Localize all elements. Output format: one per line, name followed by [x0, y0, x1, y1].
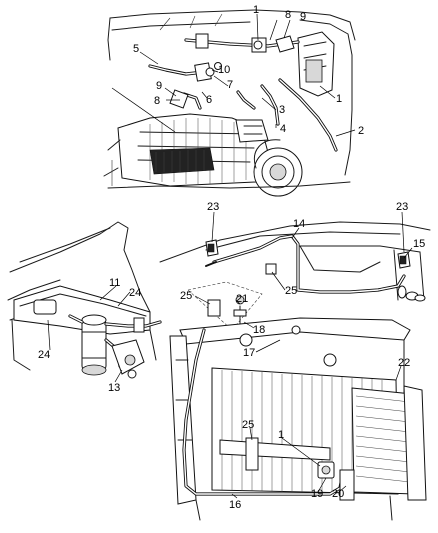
callout-16: 16 [229, 499, 241, 511]
callout-23-right: 23 [396, 201, 408, 213]
callout-23-left: 23 [207, 201, 219, 213]
callout-6: 6 [206, 94, 212, 106]
callout-9-top: 9 [300, 11, 306, 23]
callout-24-top: 24 [129, 287, 141, 299]
leader-lines [47, 13, 413, 499]
engine-bay-view [103, 9, 356, 197]
callout-22: 22 [398, 357, 410, 369]
callout-8-top: 8 [285, 9, 291, 21]
front-end-view [159, 221, 431, 521]
callout-13: 13 [108, 382, 120, 394]
callout-15: 15 [413, 238, 425, 250]
callout-9-mid: 9 [156, 80, 162, 92]
callout-labels: 1 8 9 5 10 7 9 6 8 3 1 4 2 23 14 23 15 1… [38, 4, 425, 511]
callout-25-upper-left: 25 [180, 290, 192, 302]
callout-14: 14 [293, 218, 305, 230]
callout-8-mid: 8 [154, 95, 160, 107]
callout-5: 5 [133, 43, 139, 55]
callout-2: 2 [358, 125, 364, 137]
callout-17: 17 [243, 347, 255, 359]
callout-24-bottom: 24 [38, 349, 50, 361]
callout-10: 10 [218, 64, 230, 76]
callout-19: 19 [311, 488, 323, 500]
callout-1-top: 1 [253, 4, 259, 16]
callout-25-upper-right: 25 [285, 285, 297, 297]
callout-4: 4 [280, 123, 286, 135]
callout-21: 21 [236, 293, 248, 305]
callout-1-lower: 1 [278, 429, 284, 441]
callout-18: 18 [253, 324, 265, 336]
callout-20: 20 [332, 488, 344, 500]
accumulator-view [7, 221, 162, 379]
callout-7: 7 [227, 79, 233, 91]
callout-25-lower: 25 [242, 419, 254, 431]
callout-1-right: 1 [336, 93, 342, 105]
callout-11: 11 [109, 277, 120, 289]
callout-3: 3 [279, 104, 285, 116]
